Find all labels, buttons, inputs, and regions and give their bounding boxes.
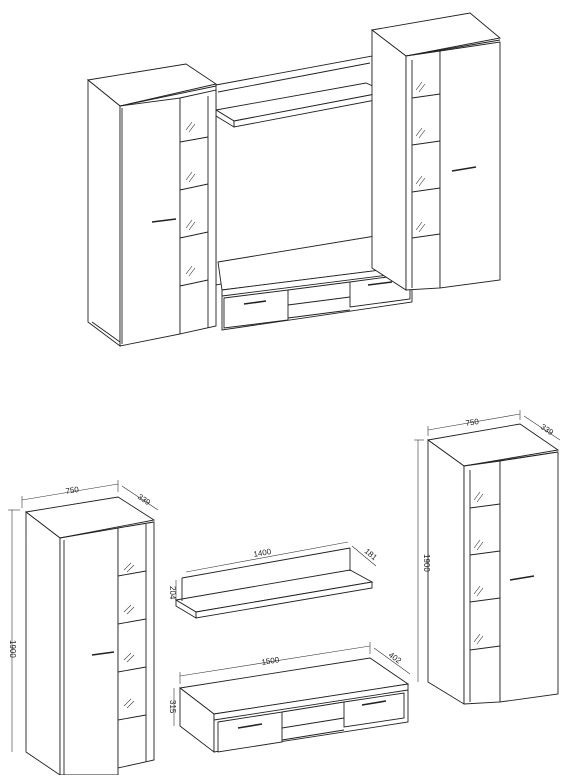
tv-stand-dimensions bbox=[173, 642, 411, 726]
left-cabinet-height-label: 1900 bbox=[8, 640, 17, 658]
left-cabinet-depth-label: 339 bbox=[136, 492, 153, 507]
assembled-wall-unit bbox=[86, 12, 502, 347]
left-cabinet-dimensions bbox=[8, 480, 159, 752]
assembled-right-cabinet bbox=[370, 12, 502, 291]
wall-shelf-width-label: 1400 bbox=[253, 547, 273, 559]
wall-shelf-height-label: 204 bbox=[168, 586, 177, 600]
assembled-left-cabinet bbox=[86, 63, 218, 347]
tv-stand-depth-label: 402 bbox=[387, 650, 404, 665]
right-cabinet-width-label: 750 bbox=[465, 417, 480, 428]
right-cabinet-height-label: 1900 bbox=[422, 554, 431, 572]
right-cabinet-dimensions bbox=[414, 410, 561, 682]
right-cabinet bbox=[426, 423, 560, 705]
wall-shelf-dimensions bbox=[175, 541, 377, 606]
tv-stand-width-label: 1500 bbox=[261, 655, 281, 667]
wall-shelf bbox=[174, 547, 374, 619]
wall-shelf-depth-label: 181 bbox=[363, 547, 379, 563]
left-cabinet-width-label: 750 bbox=[65, 485, 80, 496]
left-cabinet bbox=[24, 496, 156, 776]
tv-stand-height-label: 315 bbox=[168, 700, 177, 714]
tv-stand bbox=[178, 657, 410, 753]
